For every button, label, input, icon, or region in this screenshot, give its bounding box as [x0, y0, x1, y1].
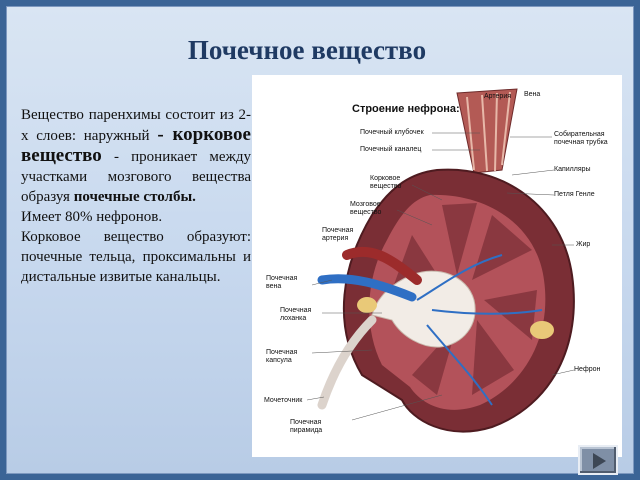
play-triangle-icon	[593, 453, 606, 469]
label-fat: Жир	[576, 241, 591, 248]
slide: Почечное вещество Вещество паренхимы сос…	[6, 6, 634, 475]
label-capillaries: Капилляры	[554, 166, 591, 173]
term-columns: почечные столбы.	[73, 189, 196, 205]
text-part: - проникает между участками мозгового ве…	[21, 149, 251, 205]
paragraph-3: Корковое вещество образуют: почечные тел…	[21, 229, 251, 285]
kidney-illustration	[306, 88, 575, 433]
slide-title: Почечное вещество	[187, 35, 427, 65]
label-vein: Вена	[524, 91, 541, 98]
label-pelvis: Почечная лоханка	[280, 307, 312, 322]
label-pyramid: Почечная пирамида	[290, 419, 323, 434]
label-artery: Артерия	[484, 93, 512, 100]
label-ureter: Мочеточник	[264, 397, 303, 404]
figure-title: Строение нефрона:	[352, 103, 460, 115]
label-loop: Петля Генле	[554, 191, 595, 198]
label-capsule: Почечная капсула	[266, 349, 298, 364]
paragraph-2: Имеет 80% нефронов.	[21, 209, 163, 225]
next-slide-button[interactable]	[578, 445, 618, 475]
text-part: Вещество паренхимы состоит из 2-х слоев:…	[21, 107, 251, 144]
term-cortex: - корковое вещество	[21, 124, 251, 166]
label-renal-artery: Почечная артерия	[322, 227, 354, 242]
label-tubule: Почечный каналец	[360, 146, 422, 153]
label-medulla: Мозговое вещество	[350, 201, 382, 216]
label-nephron: Нефрон	[574, 366, 601, 373]
label-cortex: Корковое вещество	[370, 175, 402, 190]
body-text: Вещество паренхимы состоит из 2-х слоев:…	[21, 105, 251, 287]
label-renal-vein: Почечная вена	[266, 275, 298, 290]
kidney-figure: Строение нефрона: Артерия Вена Почечный …	[252, 75, 622, 457]
label-glomerulus: Почечный клубочек	[360, 129, 424, 136]
label-collecting: Собирательная почечная трубка	[554, 131, 608, 146]
paragraph-1: Вещество паренхимы состоит из 2-х слоев:…	[21, 105, 251, 207]
